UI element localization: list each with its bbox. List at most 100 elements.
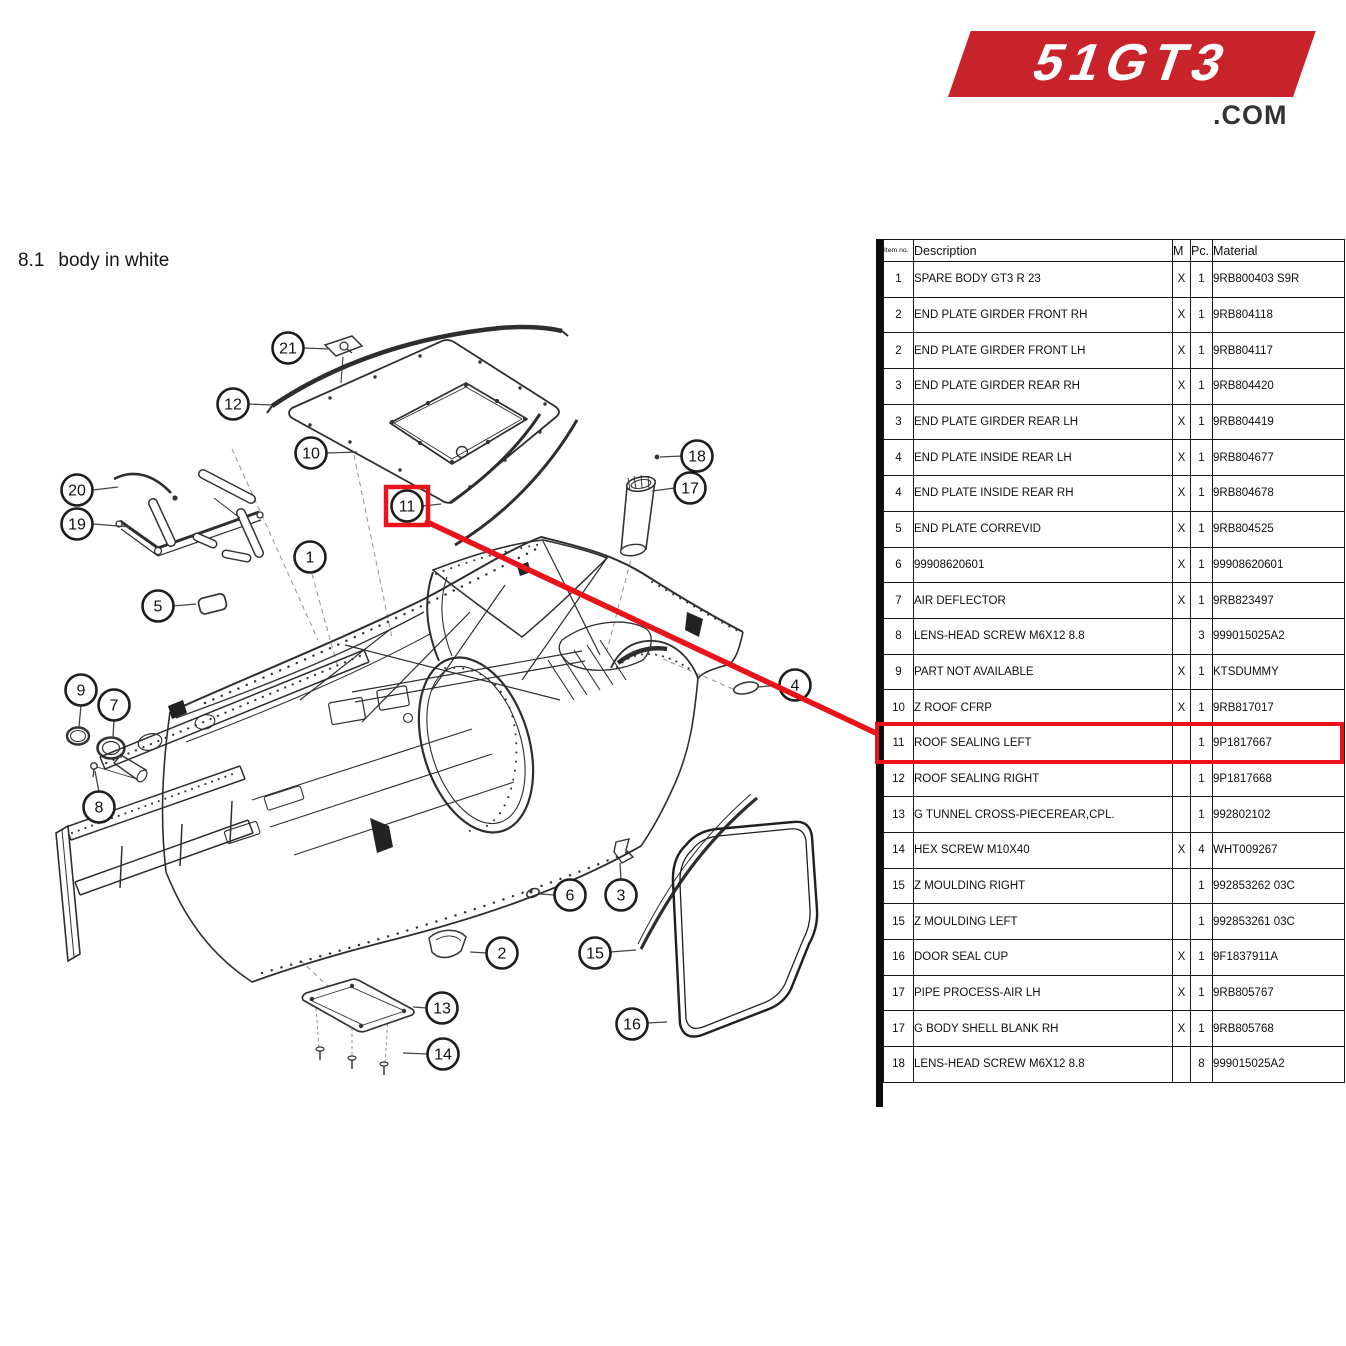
table-cell-pc: 1 bbox=[1190, 974, 1213, 1012]
table-cell-item: 17 bbox=[883, 974, 914, 1012]
table-cell-m: X bbox=[1172, 475, 1191, 512]
table-cell-description: END PLATE CORREVID bbox=[913, 510, 1173, 548]
table-cell-material: 9RB804118 bbox=[1212, 296, 1345, 334]
svg-text:7: 7 bbox=[110, 698, 119, 715]
table-cell-m: X bbox=[1172, 510, 1191, 548]
table-cell-material: 9RB804677 bbox=[1212, 439, 1345, 477]
callout-16: 16 bbox=[615, 1007, 649, 1041]
svg-text:10: 10 bbox=[302, 446, 320, 463]
table-cell-material: 9RB800403 S9R bbox=[1212, 261, 1345, 298]
callout-18: 18 bbox=[680, 439, 714, 473]
table-cell-pc: 8 bbox=[1190, 1046, 1213, 1083]
callout-6: 6 bbox=[553, 878, 587, 912]
table-cell-item: 1 bbox=[883, 261, 914, 298]
svg-text:11: 11 bbox=[399, 499, 416, 516]
callout-9: 9 bbox=[64, 673, 98, 707]
table-cell-material: 99908620601 bbox=[1212, 546, 1345, 584]
svg-text:20: 20 bbox=[68, 483, 86, 500]
table-cell-description: AIR DEFLECTOR bbox=[913, 582, 1173, 619]
table-cell-pc: 1 bbox=[1190, 796, 1213, 833]
callout-11: 11 bbox=[383, 484, 431, 528]
svg-text:8: 8 bbox=[95, 800, 104, 817]
table-cell-item: 17 bbox=[883, 1010, 914, 1048]
table-cell-material: 9P1817667 bbox=[1212, 724, 1345, 762]
guide-lines bbox=[231, 448, 734, 1064]
table-cell-m bbox=[1172, 617, 1191, 655]
table-cell-pc: 1 bbox=[1190, 475, 1213, 512]
header-m: M bbox=[1172, 239, 1191, 262]
table-cell-m bbox=[1172, 796, 1191, 833]
callout-19: 19 bbox=[60, 507, 94, 541]
table-cell-pc: 3 bbox=[1190, 617, 1213, 655]
table-cell-m: X bbox=[1172, 1010, 1191, 1048]
callout-2: 2 bbox=[485, 936, 519, 970]
table-cell-item: 4 bbox=[883, 475, 914, 512]
table-cell-pc: 1 bbox=[1190, 582, 1213, 619]
table-cell-material: 9RB804117 bbox=[1212, 332, 1345, 370]
table-cell-material: 9RB804419 bbox=[1212, 403, 1345, 441]
table-cell-material: 999015025A2 bbox=[1212, 1046, 1345, 1083]
table-cell-item: 14 bbox=[883, 832, 914, 869]
svg-text:14: 14 bbox=[434, 1047, 452, 1064]
table-cell-item: 10 bbox=[883, 689, 914, 726]
parts-table-header-row: Item no. Description M Pc. Material bbox=[883, 239, 1345, 262]
table-cell-description: ROOF SEALING LEFT bbox=[913, 724, 1173, 762]
callout-13: 13 bbox=[425, 991, 459, 1025]
table-cell-pc: 1 bbox=[1190, 867, 1213, 905]
table-left-bar bbox=[876, 239, 883, 1107]
table-cell-description: SPARE BODY GT3 R 23 bbox=[913, 261, 1173, 298]
callout-15: 15 bbox=[578, 936, 612, 970]
table-cell-item: 2 bbox=[883, 296, 914, 334]
table-cell-item: 3 bbox=[883, 403, 914, 441]
table-cell-item: 6 bbox=[883, 546, 914, 584]
header-pc: Pc. bbox=[1190, 239, 1213, 262]
table-cell-m: X bbox=[1172, 582, 1191, 619]
table-cell-pc: 1 bbox=[1190, 760, 1213, 798]
svg-text:6: 6 bbox=[566, 888, 575, 905]
table-cell-pc: 1 bbox=[1190, 510, 1213, 548]
table-cell-description: END PLATE GIRDER REAR RH bbox=[913, 368, 1173, 405]
callout-12: 12 bbox=[216, 387, 250, 421]
table-cell-item: 3 bbox=[883, 368, 914, 405]
table-cell-material: 9P1817668 bbox=[1212, 760, 1345, 798]
table-cell-item: 11 bbox=[883, 724, 914, 762]
table-cell-m: X bbox=[1172, 439, 1191, 477]
svg-text:1: 1 bbox=[306, 550, 315, 567]
table-cell-m bbox=[1172, 903, 1191, 941]
callout-5: 5 bbox=[141, 589, 175, 623]
table-cell-pc: 1 bbox=[1190, 546, 1213, 584]
table-cell-m: X bbox=[1172, 974, 1191, 1012]
table-cell-description: END PLATE GIRDER FRONT LH bbox=[913, 332, 1173, 370]
table-cell-m: X bbox=[1172, 546, 1191, 584]
table-cell-m: X bbox=[1172, 689, 1191, 726]
table-cell-pc: 1 bbox=[1190, 439, 1213, 477]
table-cell-pc: 1 bbox=[1190, 1010, 1213, 1048]
table-cell-material: 9RB805767 bbox=[1212, 974, 1345, 1012]
table-cell-description: G TUNNEL CROSS-PIECEREAR,CPL. bbox=[913, 796, 1173, 833]
table-cell-item: 4 bbox=[883, 439, 914, 477]
callout-17: 17 bbox=[673, 471, 707, 505]
callout-leader-lines bbox=[78, 347, 781, 1055]
table-cell-description: Z MOULDING RIGHT bbox=[913, 867, 1173, 905]
table-cell-m: X bbox=[1172, 403, 1191, 441]
